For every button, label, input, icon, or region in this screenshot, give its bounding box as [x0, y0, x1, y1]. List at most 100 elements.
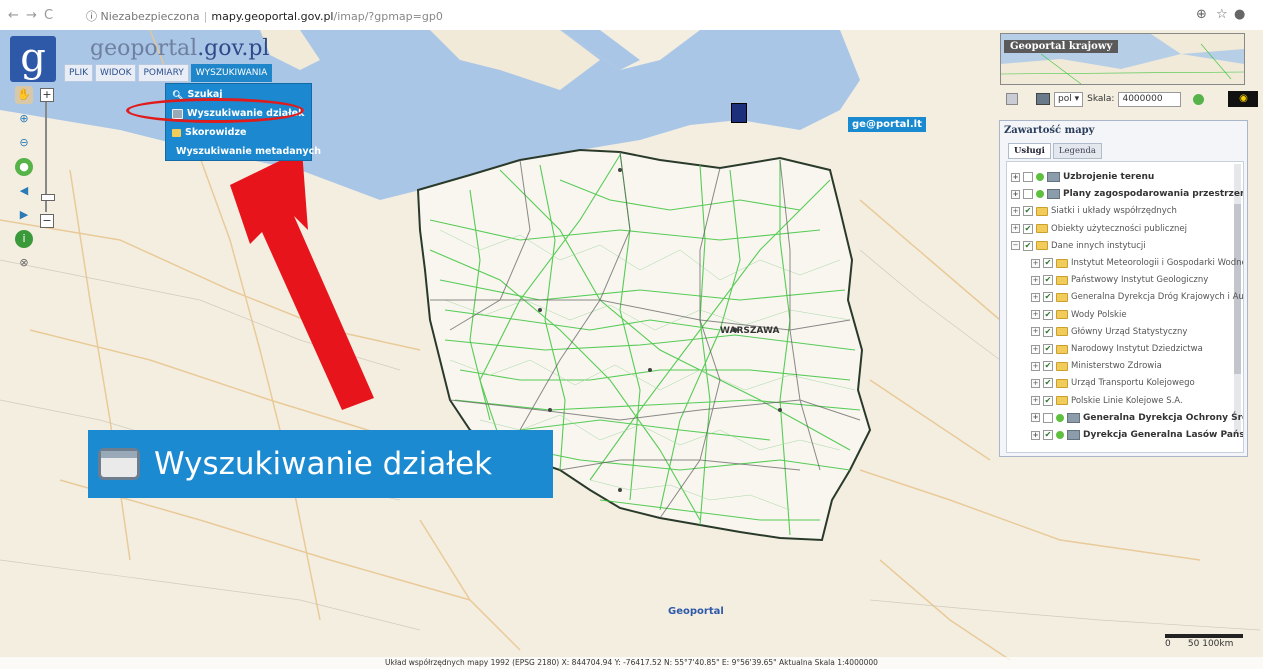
layer-label: Plany zagospodarowania przestrzennego [1063, 189, 1243, 200]
folder-icon [1036, 241, 1048, 251]
expand-toggle-icon[interactable]: + [1011, 172, 1020, 182]
layer-checkbox[interactable]: ✔ [1043, 275, 1053, 286]
layer-item[interactable]: + Plany zagospodarowania przestrzennego [1011, 187, 1243, 201]
layer-checkbox[interactable]: ✔ [1043, 344, 1053, 354]
menu-plik[interactable]: PLIK [64, 64, 93, 82]
geoportal-lt-logo[interactable]: ge@portal.lt [848, 117, 926, 132]
print-icon[interactable] [1006, 93, 1018, 105]
tab-legenda[interactable]: Legenda [1052, 143, 1102, 159]
layer-checkbox[interactable]: ✔ [1023, 223, 1033, 234]
folder-icon [1056, 327, 1068, 337]
expand-toggle-icon[interactable]: + [1031, 292, 1040, 302]
layer-checkbox[interactable]: ✔ [1043, 292, 1053, 303]
layer-checkbox[interactable]: ✔ [1043, 326, 1053, 337]
expand-toggle-icon[interactable]: + [1031, 396, 1040, 406]
layer-checkbox[interactable]: ✔ [1043, 258, 1053, 268]
map-scale-bar: 0 50 100km [1165, 634, 1243, 649]
layer-checkbox[interactable]: ✔ [1043, 309, 1053, 320]
expand-toggle-icon[interactable]: + [1031, 430, 1040, 440]
dropdown-item-wyszukiwanie-metadanych[interactable]: Wyszukiwanie metadanych [176, 146, 322, 157]
expand-toggle-icon[interactable]: + [1031, 344, 1040, 354]
expand-toggle-icon[interactable]: + [1031, 413, 1040, 423]
language-select[interactable]: pol ▾ [1054, 91, 1084, 107]
layer-item[interactable]: +✔Narodowy Instytut Dziedzictwa [1031, 342, 1203, 356]
forward-icon[interactable]: → [26, 8, 37, 23]
map-tools: ✋ ⊕ ⊖ ● ◀ ▶ i ⊗ [9, 86, 41, 278]
globe-icon[interactable]: ● [15, 158, 33, 176]
layer-item[interactable]: +✔Obiekty użyteczności publicznej [1011, 222, 1187, 236]
expand-toggle-icon[interactable]: − [1011, 241, 1020, 251]
expand-toggle-icon[interactable]: + [1031, 258, 1040, 268]
info-tool-icon[interactable]: i [15, 230, 33, 248]
zoom-handle[interactable] [41, 194, 55, 201]
layer-checkbox[interactable]: ✔ [1043, 361, 1053, 372]
layer-item[interactable]: +✔Urząd Transportu Kolejowego [1031, 376, 1195, 390]
layer-checkbox[interactable]: ✔ [1023, 240, 1033, 251]
expand-toggle-icon[interactable]: + [1031, 275, 1040, 285]
layer-checkbox[interactable] [1043, 412, 1053, 423]
reset-icon[interactable]: ⊗ [19, 256, 29, 269]
account-icon[interactable]: ● [1234, 7, 1246, 22]
eye-icon[interactable]: ◉ [1228, 91, 1259, 107]
apply-scale-icon[interactable] [1193, 93, 1205, 105]
expand-toggle-icon[interactable]: + [1031, 310, 1040, 320]
scale-label: Skala: [1087, 94, 1115, 104]
layer-item[interactable]: +Generalna Dyrekcja Ochrony Środowisk [1031, 411, 1243, 425]
layer-item[interactable]: +✔Polskie Linie Kolejowe S.A. [1031, 394, 1183, 408]
layer-scrollbar[interactable] [1234, 164, 1241, 434]
zoom-out-button[interactable]: − [40, 214, 54, 228]
layer-checkbox[interactable] [1023, 189, 1033, 200]
expand-toggle-icon[interactable]: + [1031, 327, 1040, 337]
forward-arrow-icon[interactable]: ▶ [19, 208, 29, 221]
eu-flag-icon [731, 103, 747, 123]
zoom-out-tool-icon[interactable]: ⊖ [19, 136, 29, 149]
layer-checkbox[interactable]: ✔ [1023, 206, 1033, 217]
scale-input[interactable]: 4000000 [1118, 91, 1182, 107]
expand-toggle-icon[interactable]: + [1011, 224, 1020, 234]
geoportal-wordmark: geoportal.gov.pl [90, 36, 270, 61]
dropdown-item-szukaj[interactable]: 🔍︎Szukaj [172, 89, 223, 101]
geoportal-logo[interactable]: g [10, 36, 56, 82]
layer-checkbox[interactable] [1023, 172, 1033, 182]
search-icon: 🔍︎ [172, 90, 184, 101]
url-host: mapy.geoportal.gov.pl [211, 10, 334, 23]
layer-checkbox[interactable]: ✔ [1043, 378, 1053, 389]
layer-item[interactable]: +✔ Generalna Dyrekcja Dróg Krajowych i Au… [1031, 290, 1244, 304]
zoom-icon[interactable]: ⊕ [1196, 7, 1207, 22]
expand-toggle-icon[interactable]: + [1031, 361, 1040, 371]
menu-wyszukiwania[interactable]: WYSZUKIWANIA [190, 64, 273, 82]
layer-item[interactable]: +✔Dyrekcja Generalna Lasów Państwowy [1031, 428, 1243, 442]
printer-icon[interactable] [1036, 93, 1050, 105]
layer-checkbox[interactable]: ✔ [1043, 395, 1053, 406]
star-icon[interactable]: ☆ [1216, 7, 1228, 22]
status-dot-icon [1036, 190, 1044, 199]
reload-icon[interactable]: C [44, 8, 54, 23]
expand-toggle-icon[interactable]: + [1011, 206, 1020, 216]
layer-label: Generalna Dyrekcja Dróg Krajowych i Auto… [1071, 292, 1244, 303]
layer-item[interactable]: +✔Główny Urząd Statystyczny [1031, 325, 1187, 339]
dropdown-item-skorowidze[interactable]: Skorowidze [166, 122, 311, 141]
layer-label: Instytut Meteorologii i Gospodarki Wodne… [1071, 258, 1244, 268]
layer-item[interactable]: +✔Ministerstwo Zdrowia [1031, 359, 1162, 373]
tab-uslugi[interactable]: Usługi [1008, 143, 1051, 159]
folder-icon [1036, 224, 1048, 234]
layer-checkbox[interactable]: ✔ [1043, 430, 1053, 440]
back-arrow-icon[interactable]: ◀ [19, 184, 29, 197]
expand-toggle-icon[interactable]: + [1031, 378, 1040, 388]
menu-pomiary[interactable]: POMIARY [138, 64, 189, 82]
layer-item[interactable]: +Uzbrojenie terenu [1011, 170, 1154, 184]
layer-item[interactable]: +✔Wody Polskie [1031, 308, 1127, 322]
zoom-in-button[interactable]: + [40, 88, 54, 102]
layer-item[interactable]: +✔Państwowy Instytut Geologiczny [1031, 273, 1208, 287]
zoom-slider[interactable]: + − [40, 88, 55, 228]
address-bar[interactable]: ⓘ Niezabezpieczona|mapy.geoportal.gov.pl… [86, 10, 443, 23]
back-icon[interactable]: ← [8, 8, 19, 23]
zoom-in-tool-icon[interactable]: ⊕ [19, 112, 29, 125]
layer-item[interactable]: −✔Dane innych instytucji [1011, 239, 1146, 253]
menu-widok[interactable]: WIDOK [95, 64, 137, 82]
layer-item[interactable]: +✔ Instytut Meteorologii i Gospodarki Wod… [1031, 256, 1244, 270]
expand-toggle-icon[interactable]: + [1011, 189, 1020, 199]
layer-item[interactable]: +✔Siatki i układy współrzędnych [1011, 204, 1177, 218]
pan-hand-icon[interactable]: ✋ [15, 86, 33, 104]
panel-tabs: Usługi Legenda [1008, 143, 1102, 159]
